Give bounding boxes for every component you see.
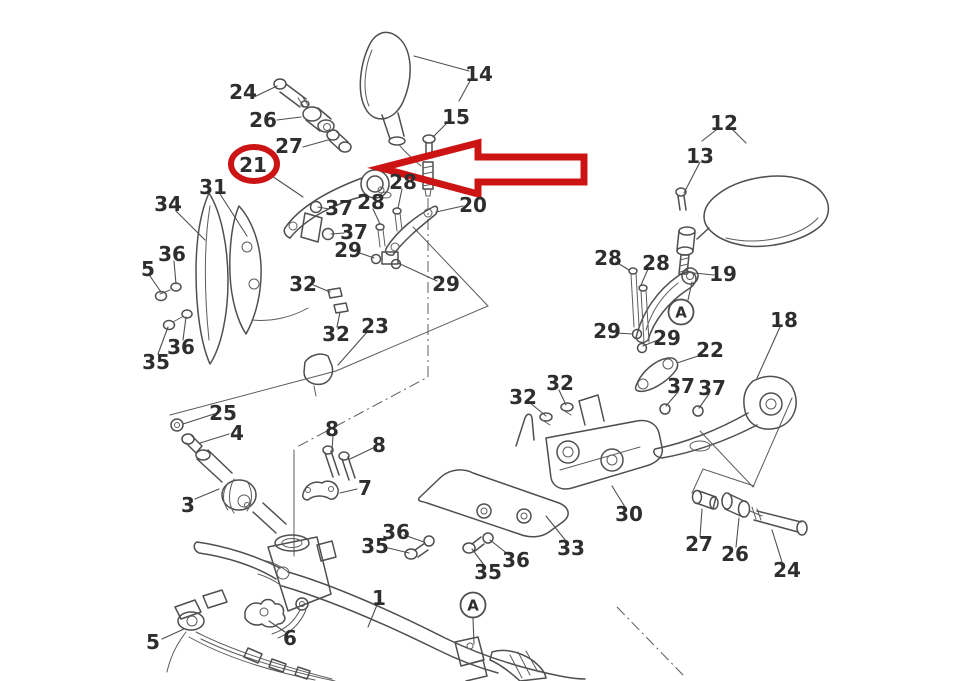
callout-8: 8 <box>372 433 386 457</box>
circled-letter-label-A: A <box>467 597 479 615</box>
callout-37: 37 <box>667 374 695 398</box>
callout-31: 31 <box>199 175 227 199</box>
callout-32: 32 <box>509 385 537 409</box>
callout-1: 1 <box>372 586 386 610</box>
callout-5: 5 <box>146 630 160 654</box>
mirror-right-drawing <box>675 175 830 275</box>
callout-3: 3 <box>181 493 195 517</box>
callout-15: 15 <box>442 105 470 129</box>
callout-35: 35 <box>142 350 170 374</box>
part-19-arm-drawing <box>628 267 699 393</box>
callout-28: 28 <box>594 246 622 270</box>
callout-12: 12 <box>710 111 738 135</box>
callout-32: 32 <box>546 371 574 395</box>
callout-5: 5 <box>141 257 155 281</box>
callout-14: 14 <box>465 62 493 86</box>
callout-37: 37 <box>325 196 353 220</box>
callout-36: 36 <box>382 520 410 544</box>
callout-27: 27 <box>685 532 713 556</box>
callout-23: 23 <box>361 314 389 338</box>
witness-lines <box>169 198 793 677</box>
callout-24: 24 <box>229 80 257 104</box>
callout-24: 24 <box>773 558 801 582</box>
callout-36: 36 <box>167 335 195 359</box>
callout-29: 29 <box>432 272 460 296</box>
callout-36: 36 <box>158 242 186 266</box>
callout-29: 29 <box>653 326 681 350</box>
callout-26: 26 <box>721 542 749 566</box>
callout-6: 6 <box>283 626 297 650</box>
callout-30: 30 <box>615 502 643 526</box>
callout-20: 20 <box>459 193 487 217</box>
callout-29: 29 <box>593 319 621 343</box>
callout-7: 7 <box>358 476 372 500</box>
callout-28: 28 <box>389 170 417 194</box>
plates-30-33-drawing <box>404 394 664 560</box>
circled-letter-markers: AA <box>459 298 695 619</box>
callout-28: 28 <box>642 251 670 275</box>
handguard-left-drawing <box>154 192 349 397</box>
callout-13: 13 <box>686 144 714 168</box>
callout-33: 33 <box>557 536 585 560</box>
grip-parts-drawing <box>170 418 356 534</box>
callout-35: 35 <box>361 534 389 558</box>
callout-37: 37 <box>698 376 726 400</box>
part-20-bracket-drawing <box>370 205 439 270</box>
highlight-arrow-icon <box>367 138 588 199</box>
callout-25: 25 <box>209 401 237 425</box>
circled-letter-label-A: A <box>675 304 687 322</box>
circled-letter-A <box>667 298 695 326</box>
callout-8: 8 <box>325 417 339 441</box>
leader-lines <box>149 55 783 645</box>
callout-27: 27 <box>275 134 303 158</box>
part-21-bracket-drawing <box>283 169 392 239</box>
callout-29: 29 <box>334 238 362 262</box>
callout-22: 22 <box>696 338 724 362</box>
handlebar-lever-drawing <box>166 534 586 681</box>
callout-32: 32 <box>289 272 317 296</box>
callout-36: 36 <box>502 548 530 572</box>
callout-19: 19 <box>709 262 737 286</box>
highlight-red-group <box>228 138 588 199</box>
highlight-circle-21 <box>228 144 280 184</box>
hardware-24-26-27-left-drawing <box>273 78 352 153</box>
circled-letter-A <box>459 591 487 619</box>
callout-32: 32 <box>322 322 350 346</box>
callout-34: 34 <box>154 192 182 216</box>
callout-18: 18 <box>770 308 798 332</box>
callout-35: 35 <box>474 560 502 584</box>
hardware-27-26-24-right-drawing <box>691 489 808 536</box>
callout-4: 4 <box>230 421 244 445</box>
part-18-guard-drawing <box>539 375 797 459</box>
callout-28: 28 <box>357 190 385 214</box>
callout-26: 26 <box>249 108 277 132</box>
callout-21: 21 <box>239 153 267 177</box>
callout-37: 37 <box>340 220 368 244</box>
